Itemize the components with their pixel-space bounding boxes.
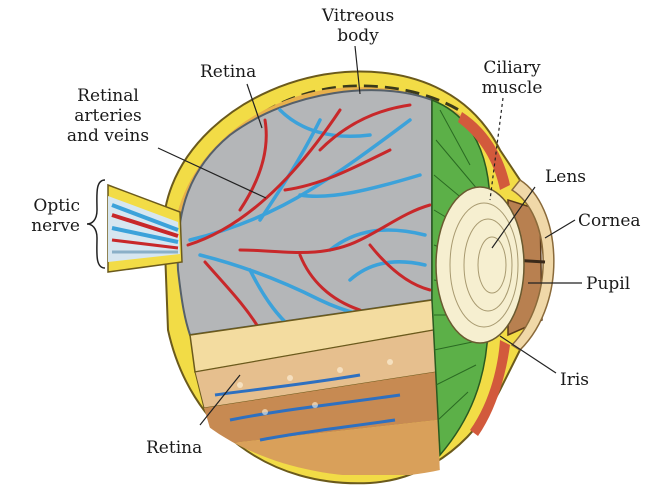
label-retinal-vessels-line3: and veins xyxy=(58,126,158,146)
label-cornea: Cornea xyxy=(578,211,641,231)
label-retina-top: Retina xyxy=(200,62,256,82)
label-ciliary-muscle: Ciliary muscle xyxy=(477,58,547,98)
label-iris: Iris xyxy=(560,370,589,390)
label-optic-nerve-line2: nerve xyxy=(12,216,80,236)
label-retinal-vessels-line1: Retinal xyxy=(58,86,158,106)
label-vitreous-body-line1: Vitreous xyxy=(313,6,403,26)
label-ciliary-muscle-line2: muscle xyxy=(477,78,547,98)
label-retinal-vessels: Retinal arteries and veins xyxy=(58,86,158,146)
lens xyxy=(436,187,524,343)
label-retinal-vessels-line2: arteries xyxy=(58,106,158,126)
label-retina-bottom: Retina xyxy=(146,438,202,458)
label-ciliary-muscle-line1: Ciliary xyxy=(477,58,547,78)
label-pupil: Pupil xyxy=(586,274,630,294)
label-vitreous-body-line2: body xyxy=(313,26,403,46)
label-optic-nerve: Optic nerve xyxy=(12,196,80,236)
optic-nerve-brace xyxy=(87,180,105,268)
label-vitreous-body: Vitreous body xyxy=(313,6,403,46)
label-lens: Lens xyxy=(545,167,586,187)
label-optic-nerve-line1: Optic xyxy=(12,196,80,216)
